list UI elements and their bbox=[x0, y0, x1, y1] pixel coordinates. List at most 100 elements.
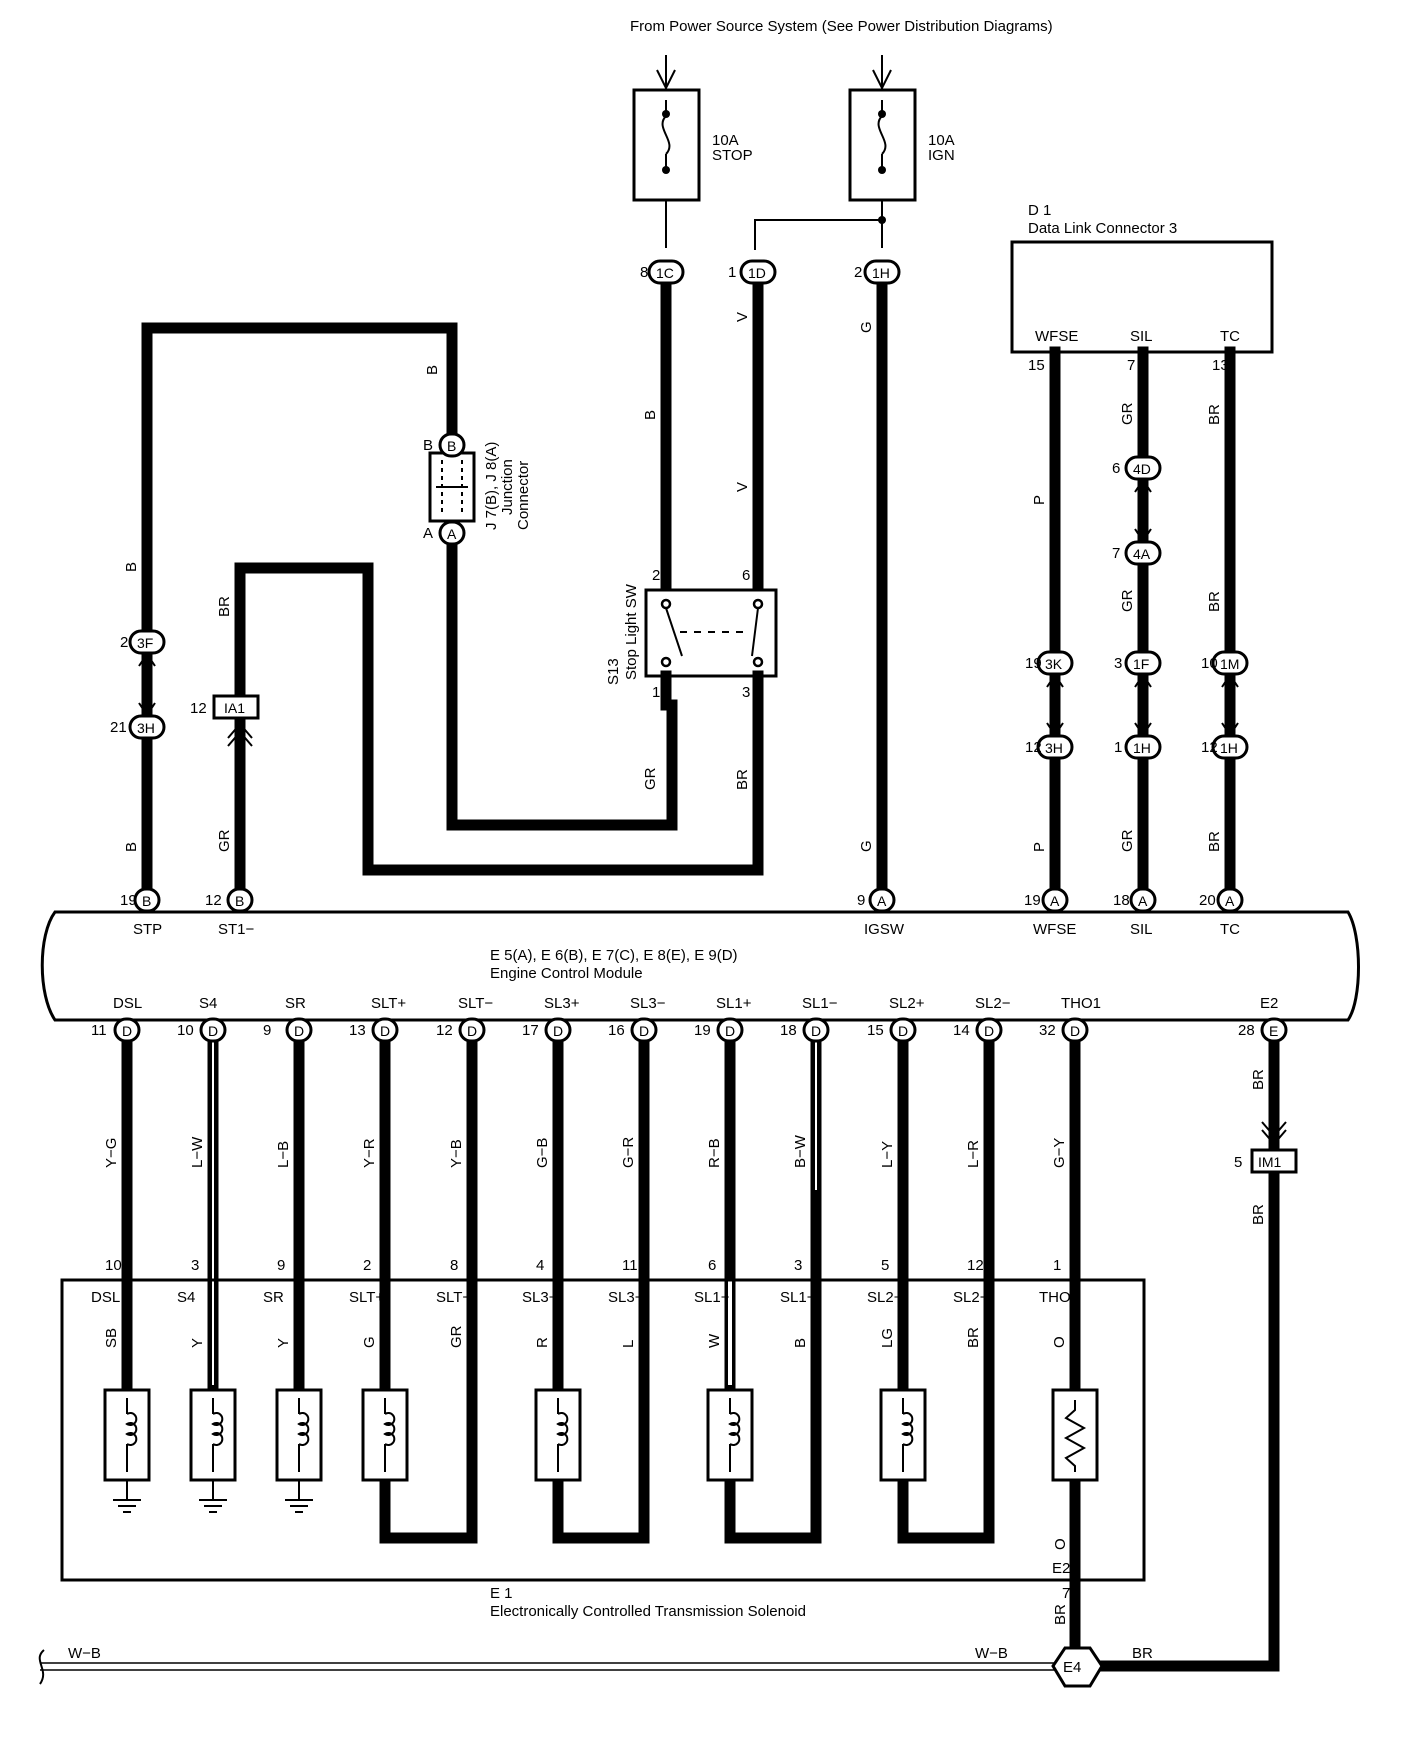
connector-label: D bbox=[553, 1023, 563, 1039]
pin-number: 8 bbox=[640, 264, 648, 281]
solenoid-terminal-12: E2 bbox=[1052, 1560, 1070, 1577]
connector-d bbox=[113, 1017, 141, 1043]
wire-color-lower: B−W bbox=[792, 1134, 809, 1168]
ecm-bottom-pin-number: 19 bbox=[694, 1022, 711, 1039]
wire-color-g: G bbox=[858, 840, 875, 852]
connector-label: D bbox=[122, 1023, 132, 1039]
ecm-bottom-pin-9: SL2+ bbox=[889, 995, 925, 1012]
pin-number: 18 bbox=[1113, 892, 1130, 909]
wire-color-gr: GR bbox=[642, 767, 659, 790]
connector-d bbox=[458, 1017, 486, 1043]
connector-label: 1D bbox=[748, 265, 766, 281]
connector-label: A bbox=[1225, 893, 1235, 909]
wire-color-br: BR bbox=[1206, 404, 1223, 425]
connector-d bbox=[544, 1017, 572, 1043]
solenoid-terminal-10: SL2− bbox=[953, 1289, 989, 1306]
pin-number: 1 bbox=[1114, 739, 1122, 756]
solenoid-terminal-7: SL1+ bbox=[694, 1289, 730, 1306]
pin-number: 20 bbox=[1199, 892, 1216, 909]
junction-label-1: J 7(B), J 8(A) bbox=[483, 442, 500, 530]
wire-color-b: B bbox=[642, 410, 659, 420]
wire-color-g: G bbox=[858, 321, 875, 333]
wire-color-lower: Y−R bbox=[361, 1138, 378, 1168]
connector-1c bbox=[647, 259, 685, 285]
pin-number: 10 bbox=[1201, 655, 1218, 672]
connector-label: B bbox=[447, 438, 456, 454]
wire-color-br: BR bbox=[734, 769, 751, 790]
solenoid-terminal-11: THO bbox=[1039, 1289, 1071, 1306]
solenoid-terminal-8: SL1− bbox=[780, 1289, 816, 1306]
ecm-bottom-pin-number: 15 bbox=[867, 1022, 884, 1039]
connector-label: 1F bbox=[1133, 656, 1149, 672]
wire-color-solenoid: O bbox=[1051, 1336, 1068, 1348]
solenoid-terminal-9: SL2+ bbox=[867, 1289, 903, 1306]
connector-b bbox=[226, 887, 254, 913]
solenoid-terminal-6: SL3− bbox=[608, 1289, 644, 1306]
wire-color-lower: L−W bbox=[189, 1136, 206, 1168]
coil-winding bbox=[297, 1412, 310, 1446]
solenoid-pin-number: 5 bbox=[881, 1257, 889, 1274]
ecm-pin-stp: STP bbox=[133, 921, 162, 938]
connector-e bbox=[1260, 1017, 1288, 1043]
dlc-ref: D 1 bbox=[1028, 202, 1051, 219]
connector-label: D bbox=[725, 1023, 735, 1039]
wire-color-solenoid: BR bbox=[965, 1327, 982, 1348]
connector-d bbox=[199, 1017, 227, 1043]
connector-label: 1H bbox=[1133, 740, 1151, 756]
ecm-name: Engine Control Module bbox=[490, 965, 643, 982]
solenoid-pin-number: 1 bbox=[1053, 1257, 1061, 1274]
pin-number: 2 bbox=[652, 567, 660, 584]
connector-label: 1C bbox=[656, 265, 674, 281]
wire-color-o: O bbox=[1052, 1538, 1069, 1550]
ecm-bottom-pin-1: S4 bbox=[199, 995, 217, 1012]
solenoid-pin-number: 6 bbox=[708, 1257, 716, 1274]
pin-number: 12 bbox=[205, 892, 222, 909]
ecm-bottom-pin-10: SL2− bbox=[975, 995, 1011, 1012]
connector-d bbox=[716, 1017, 744, 1043]
solenoid-pin-number: 12 bbox=[967, 1257, 984, 1274]
connector-a bbox=[1041, 887, 1069, 913]
connector-1d bbox=[739, 259, 777, 285]
connector-a bbox=[438, 520, 466, 546]
wire-color-gr: GR bbox=[1119, 829, 1136, 852]
mating-arrow bbox=[138, 652, 156, 667]
wire-color-solenoid: W bbox=[706, 1333, 723, 1348]
dlc-pin-tc: TC bbox=[1220, 328, 1240, 345]
ecm-pin-igsw: IGSW bbox=[864, 921, 905, 938]
dlc-name: Data Link Connector 3 bbox=[1028, 220, 1177, 237]
solenoid-coils bbox=[103, 1388, 1099, 1513]
connector-label: 4A bbox=[1133, 546, 1151, 562]
pin-number: 3 bbox=[742, 684, 750, 701]
connector-label: 1H bbox=[872, 265, 890, 281]
connector-im1-label: IM1 bbox=[1258, 1154, 1282, 1170]
pin-number: 9 bbox=[857, 892, 865, 909]
solenoid-terminal-1: S4 bbox=[177, 1289, 195, 1306]
wire-color-solenoid: Y bbox=[189, 1338, 206, 1348]
solenoid-terminal-5: SL3+ bbox=[522, 1289, 558, 1306]
pin-number: 1 bbox=[728, 264, 736, 281]
wire-color-gr: GR bbox=[216, 829, 233, 852]
pin-number: 1 bbox=[652, 684, 660, 701]
wire-color-br: BR bbox=[1250, 1069, 1267, 1090]
wire-color-gr: GR bbox=[1119, 589, 1136, 612]
lower-wires bbox=[121, 1024, 1280, 1672]
wire-color-lower: Y−G bbox=[103, 1138, 120, 1168]
connector-ia1-label: IA1 bbox=[224, 700, 245, 716]
stop-sw-name: Stop Light SW bbox=[623, 583, 640, 680]
ecm-bottom-pin-8: SL1− bbox=[802, 995, 838, 1012]
ground-bus: W−B W−B BR E4 bbox=[38, 1645, 1153, 1688]
solenoid-pin-number: 11 bbox=[622, 1257, 638, 1274]
data-link-connector: D 1 Data Link Connector 3 WFSE SIL TC bbox=[1010, 202, 1274, 354]
connector-label: A bbox=[1138, 893, 1148, 909]
pin-number: 21 bbox=[110, 719, 127, 736]
ecm-bottom-pin-number: 16 bbox=[608, 1022, 625, 1039]
ecm-bottom-pin-11: THO1 bbox=[1061, 995, 1101, 1012]
wire-color-lower: G−B bbox=[534, 1138, 551, 1168]
engine-control-module: E 5(A), E 6(B), E 7(C), E 8(E), E 9(D) E… bbox=[40, 910, 1360, 1022]
connector-label: D bbox=[294, 1023, 304, 1039]
mating-arrow bbox=[1134, 673, 1152, 688]
ground-wire-br: BR bbox=[1132, 1645, 1153, 1662]
connector-label: A bbox=[1050, 893, 1060, 909]
